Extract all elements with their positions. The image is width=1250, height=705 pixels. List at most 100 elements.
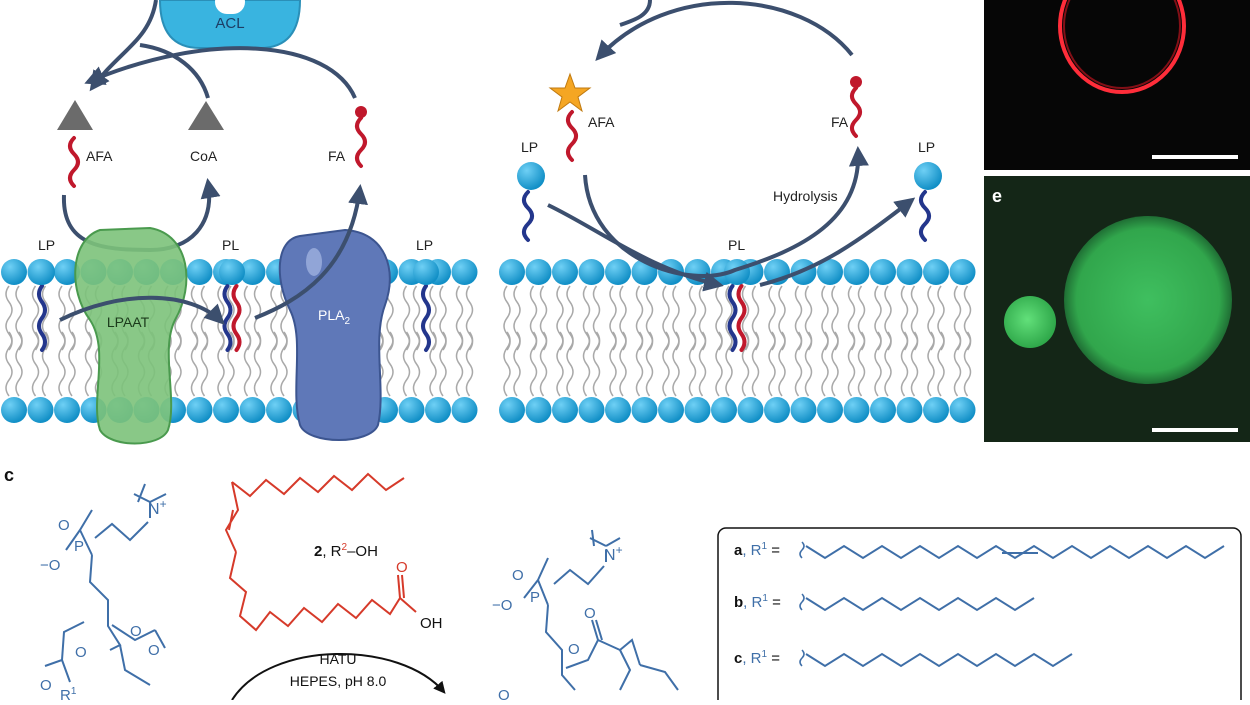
legend-row-label: c, R1 = — [734, 649, 780, 667]
oh-group: OH — [420, 615, 443, 632]
lipid-head — [923, 397, 949, 423]
o-atom-4: O — [75, 644, 87, 661]
lipid-head — [896, 397, 923, 423]
lipid-head — [27, 397, 54, 423]
fa-head-icon — [355, 106, 367, 118]
lipid-head — [578, 259, 605, 285]
left-panel: ACL AFA CoA FA LPAAT PLA2 — [38, 0, 433, 445]
lipid-head — [398, 397, 425, 423]
scale-bar-green — [1152, 428, 1238, 432]
micrograph-green: e — [984, 176, 1250, 442]
lipid-head — [552, 397, 578, 423]
vesicle-small-icon — [1004, 296, 1056, 348]
lipid-head — [54, 397, 80, 423]
afa-chain-mid-icon — [566, 110, 578, 162]
n-plus-atom: N+ — [148, 497, 167, 518]
lipid-head — [499, 397, 525, 423]
lipid-head — [949, 259, 976, 285]
reagent-label: 2, R2–OH — [314, 542, 378, 560]
lp-mid-right-tail-icon — [919, 190, 931, 242]
membrane-middle — [499, 259, 976, 423]
panel-c-label: c — [4, 465, 14, 485]
o-atom-p1: O — [512, 567, 524, 584]
lipid-head — [949, 397, 976, 423]
lp-mid-right-head-icon — [914, 162, 942, 190]
lp-mid-left-tail-icon — [522, 190, 534, 242]
structure-product — [523, 529, 679, 691]
lipid-head — [525, 259, 552, 285]
arrow-fa-to-afa — [84, 46, 357, 99]
lipid-head — [684, 397, 711, 423]
lipid-head — [451, 397, 478, 423]
pla2-enzyme: PLA2 — [278, 228, 391, 441]
lipid-head — [239, 259, 266, 285]
lipid-head — [499, 259, 525, 285]
alkyl-chain — [805, 652, 1073, 668]
lipid-head — [266, 397, 292, 423]
pla2-label: PLA2 — [318, 307, 350, 327]
lipid-head — [896, 259, 923, 285]
lipid-head — [737, 397, 764, 423]
fa-chain-icon — [355, 116, 367, 168]
lipid-head — [870, 259, 896, 285]
reagent-hepes: HEPES, pH 8.0 — [290, 673, 387, 689]
afa-label: AFA — [86, 148, 113, 164]
lipid-head — [843, 397, 870, 423]
hydrolysis-label: Hydrolysis — [773, 188, 838, 204]
acl-label: ACL — [215, 15, 244, 32]
lpaat-enzyme: LPAAT — [74, 226, 188, 445]
lp-right-label: LP — [416, 237, 433, 253]
lp-mid-left-label: LP — [521, 139, 538, 155]
lipid-head — [923, 259, 949, 285]
membrane-left — [1, 259, 478, 423]
lipid-head — [790, 397, 817, 423]
alkyl-chain — [805, 596, 1035, 612]
wavy-bond-icon — [799, 593, 805, 611]
scale-bar-red — [1152, 155, 1238, 159]
fa-mid-chain-icon — [850, 86, 862, 138]
lipid-head — [711, 397, 737, 423]
lp-left-label: LP — [38, 237, 55, 253]
o-atom-p4: O — [498, 687, 510, 700]
fa-label: FA — [328, 148, 346, 164]
o-atom-p2: O — [584, 605, 596, 622]
afa-triangle-icon — [57, 100, 93, 130]
structure-oleic-acid — [224, 472, 417, 632]
lipid-head — [843, 259, 870, 285]
o-atom-2: O — [130, 623, 142, 640]
star-icon — [548, 72, 592, 113]
r1-legend-box: a, R1 =b, R1 =c, R1 = — [717, 527, 1242, 705]
lipid-head — [54, 259, 80, 285]
lipid-head — [817, 259, 843, 285]
lpaat-label: LPAAT — [107, 314, 150, 330]
structure-starting-lipid — [44, 483, 167, 686]
lipid-head — [658, 397, 684, 423]
o-atom-5: O — [40, 677, 52, 694]
o-atom-1: O — [58, 517, 70, 534]
wavy-bond-icon — [799, 649, 805, 667]
vesicle-large-icon — [1064, 216, 1232, 384]
wavy-bond-icon — [799, 541, 805, 559]
n-plus-atom-2: N+ — [604, 543, 623, 564]
lipid-head — [552, 259, 578, 285]
arrow-top-stub — [619, 0, 652, 27]
lipid-head — [213, 397, 239, 423]
lp-mid-left-head-icon — [517, 162, 545, 190]
arrow-pl-to-lp-mid — [759, 197, 916, 287]
lipid-head — [239, 397, 266, 423]
p-atom-2: P — [530, 589, 540, 606]
coa-triangle-icon — [188, 101, 224, 130]
micrograph-red — [984, 0, 1250, 170]
coa-label: CoA — [190, 148, 218, 164]
lipid-head — [578, 397, 605, 423]
lipid-head — [186, 397, 213, 423]
reagent-hatu: HATU — [319, 651, 356, 667]
p-atom-1: P — [74, 538, 84, 555]
arrow-pl-to-fa — [254, 184, 368, 320]
lipid-head — [870, 397, 896, 423]
lipid-head — [425, 397, 451, 423]
fa-mid-label: FA — [831, 114, 849, 130]
lipid-head — [525, 397, 552, 423]
lipid-head — [817, 397, 843, 423]
